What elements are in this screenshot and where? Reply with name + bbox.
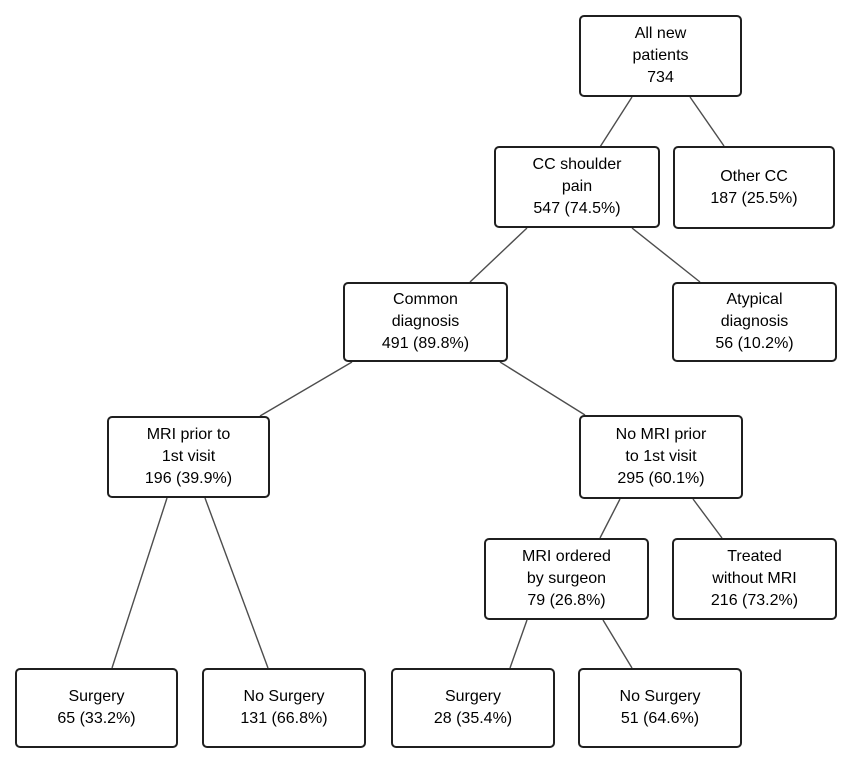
edge-common-mriprior (259, 361, 353, 417)
node-value: 547 (74.5%) (533, 200, 621, 217)
node-value: 65 (33.2%) (57, 710, 136, 727)
node-text-line: Treated (727, 548, 782, 565)
node-text-line: MRI prior to (146, 426, 231, 443)
node-text-line: No Surgery (619, 688, 701, 705)
node-text-line: Surgery (68, 688, 125, 705)
node-no-surgery-after-ordered-mri: No Surgery 51 (64.6%) (578, 668, 742, 748)
node-surgery-after-ordered-mri: Surgery 28 (35.4%) (391, 668, 555, 748)
node-common-diagnosis: Common diagnosis 491 (89.8%) (343, 282, 508, 362)
node-value: 56 (10.2%) (715, 335, 794, 352)
node-value: 734 (647, 69, 674, 86)
node-value: 51 (64.6%) (620, 710, 700, 727)
node-value: 79 (26.8%) (527, 592, 606, 609)
edge-allnew-ccshoulder (599, 96, 633, 148)
node-text-line: without MRI (712, 570, 797, 587)
node-text-line: 1st visit (161, 448, 216, 465)
node-text-line: MRI ordered (522, 548, 611, 565)
node-value: 187 (25.5%) (710, 189, 798, 207)
edge-nomri-treated (692, 498, 723, 539)
node-text-line: No Surgery (243, 688, 325, 705)
node-text-line: Common (393, 291, 458, 308)
node-cc-shoulder-pain: CC shoulder pain 547 (74.5%) (494, 146, 660, 228)
node-value: 28 (35.4%) (433, 710, 513, 727)
node-atypical-diagnosis: Atypical diagnosis 56 (10.2%) (672, 282, 837, 362)
node-text-line: patients (632, 47, 689, 64)
edge-allnew-othercc (689, 96, 725, 147)
node-mri-prior-to-1st-visit: MRI prior to 1st visit 196 (39.9%) (107, 416, 270, 498)
node-surgery-after-prior-mri: Surgery 65 (33.2%) (15, 668, 178, 748)
edge-mriordered-surgery (509, 619, 528, 669)
node-no-surgery-after-prior-mri: No Surgery 131 (66.8%) (202, 668, 366, 748)
edge-mriordered-nosurgery (602, 619, 633, 669)
node-text-line: Atypical (726, 291, 783, 308)
node-text-line: Other CC (720, 167, 788, 185)
node-all-new-patients: All new patients 734 (579, 15, 742, 97)
edge-mriprior-surgery (111, 497, 168, 669)
node-value: 131 (66.8%) (240, 710, 328, 727)
node-other-cc: Other CC 187 (25.5%) (673, 146, 835, 229)
node-value: 216 (73.2%) (710, 592, 799, 609)
node-text-line: by surgeon (526, 570, 607, 587)
edge-ccshoulder-atypical (631, 227, 701, 283)
node-text-line: Surgery (444, 688, 502, 705)
node-text-line: diagnosis (720, 313, 789, 330)
edge-common-nomriprior (499, 361, 586, 416)
node-text-line: CC shoulder (532, 156, 622, 173)
node-mri-ordered-by-surgeon: MRI ordered by surgeon 79 (26.8%) (484, 538, 649, 620)
node-value: 196 (39.9%) (144, 470, 233, 487)
edge-nomri-mriordered (599, 498, 621, 539)
node-value: 295 (60.1%) (617, 470, 705, 487)
node-text-line: No MRI prior (615, 426, 707, 443)
node-value: 491 (89.8%) (381, 335, 470, 352)
node-text-line: diagnosis (391, 313, 460, 330)
edge-ccshoulder-common (469, 227, 528, 283)
node-text-line: All new (634, 25, 687, 42)
node-treated-without-mri: Treated without MRI 216 (73.2%) (672, 538, 837, 620)
node-no-mri-prior-to-1st-visit: No MRI prior to 1st visit 295 (60.1%) (579, 415, 743, 499)
edge-mriprior-nosurgery (204, 497, 269, 669)
node-text-line: pain (561, 178, 593, 195)
node-text-line: to 1st visit (625, 448, 697, 465)
